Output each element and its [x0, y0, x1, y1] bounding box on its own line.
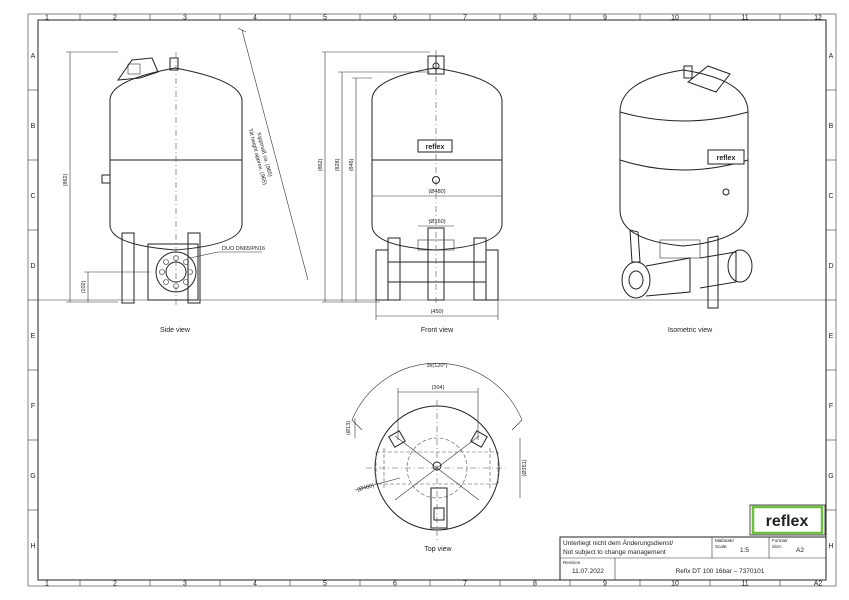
front-badge-text: reflex [426, 144, 445, 151]
grid-col-label: 6 [393, 15, 397, 22]
dim-front-h1: (862) [318, 158, 324, 171]
grid-row-label: C [30, 193, 35, 200]
grid-col-label: 10 [671, 15, 679, 22]
note-de: Unterliegt nicht dem Änderungsdienst/ [563, 539, 673, 547]
grid-col-label: 4 [253, 581, 257, 588]
grid-row-label: E [31, 333, 36, 340]
format-label: Format/ [772, 538, 788, 543]
grid-col-label: 9 [603, 581, 607, 588]
side-view-title: Side view [160, 327, 191, 334]
grid-row-label: G [30, 473, 35, 480]
grid-columns: 1 2 3 4 5 6 7 8 9 10 11 12 1 2 3 4 5 6 7… [45, 14, 822, 588]
dim-front-h2: (828) [335, 158, 341, 171]
dim-side-flange: (102) [81, 280, 87, 293]
dim-front-width: (450) [431, 309, 444, 315]
grid-col-label: 10 [671, 581, 679, 588]
grid-rows: A B C D E F G H A B C D E F G H [28, 53, 836, 550]
grid-col-label: 8 [533, 15, 537, 22]
grid-col-label: 7 [463, 581, 467, 588]
grid-row-label: A [829, 53, 834, 60]
top-view-drawing: 3x(120°) (304) (Ø13) (Ø480) (Ø351) [346, 362, 528, 540]
revision-date: 11.07.2022 [572, 568, 604, 575]
grid-col-label: 3 [183, 15, 187, 22]
drawing-title: Refix DT 100 16bar – 7370101 [676, 568, 765, 575]
grid-row-label: D [828, 263, 833, 270]
grid-col-label: 12 [814, 15, 822, 22]
grid-row-label: G [828, 473, 833, 480]
grid-col-label: 7 [463, 15, 467, 22]
grid-row-label: E [829, 333, 834, 340]
logo-border [751, 505, 824, 535]
grid-col-label: 6 [393, 581, 397, 588]
grid-row-label: A [31, 53, 36, 60]
grid-col-label: A2 [814, 581, 823, 588]
scale-label: Maßstab/ [715, 538, 735, 543]
grid-col-label: 5 [323, 15, 327, 22]
revision-label: Revision [563, 560, 581, 565]
grid-col-label: 2 [113, 581, 117, 588]
dn-label: DUO DN65/PN16 [222, 246, 265, 252]
side-view-drawing: (862) (102) Kippmaß ca. (965) Tilt heigh… [63, 27, 309, 305]
grid-row-label: D [30, 263, 35, 270]
top-view-title: Top view [424, 546, 452, 553]
grid-row-label: H [828, 543, 833, 550]
dim-front-h3: (846) [349, 158, 355, 171]
grid-row-label: F [31, 403, 35, 410]
grid-col-label: 2 [113, 15, 117, 22]
grid-col-label: 5 [323, 581, 327, 588]
front-view-title: Front view [421, 327, 454, 334]
format-value: A2 [796, 547, 804, 554]
grid-col-label: 3 [183, 581, 187, 588]
dim-top-dia: (Ø480) [357, 483, 375, 493]
grid-row-label: B [31, 123, 36, 130]
grid-col-label: 4 [253, 15, 257, 22]
dim-side-height: (862) [63, 173, 69, 186]
dim-top-span: (304) [432, 385, 445, 391]
grid-row-label: F [829, 403, 833, 410]
format-label-en: Size: [772, 544, 782, 549]
grid-row-label: C [828, 193, 833, 200]
grid-col-label: 11 [741, 15, 748, 22]
grid-row-label: B [829, 123, 834, 130]
grid-col-label: 1 [45, 15, 49, 22]
title-block: reflex Unterliegt nicht dem Änderungsdie… [559, 504, 827, 581]
reflex-logo: reflex [766, 513, 809, 530]
dim-top-hole: (Ø13) [346, 421, 352, 435]
grid-col-label: 11 [741, 581, 748, 588]
dim-front-dia: (Ø480) [428, 189, 445, 195]
isometric-view-title: Isometric view [668, 327, 713, 334]
grid-row-label: H [30, 543, 35, 550]
grid-col-label: 8 [533, 581, 537, 588]
scale-label-en: Scale: [715, 544, 728, 549]
iso-badge-text: reflex [717, 155, 736, 162]
isometric-view-drawing: reflex [619, 65, 753, 309]
dim-top-side: (Ø351) [522, 459, 528, 476]
scale-value: 1:5 [740, 547, 749, 554]
dim-front-foot: (Ø160) [428, 219, 445, 225]
grid-col-label: 1 [45, 581, 49, 588]
grid-col-label: 9 [603, 15, 607, 22]
front-view-drawing: reflex (862) (828) (846) (Ø480) (Ø160) (… [318, 50, 503, 320]
dim-top-angle: 3x(120°) [427, 363, 448, 369]
note-en: Not subject to change management [563, 549, 666, 556]
